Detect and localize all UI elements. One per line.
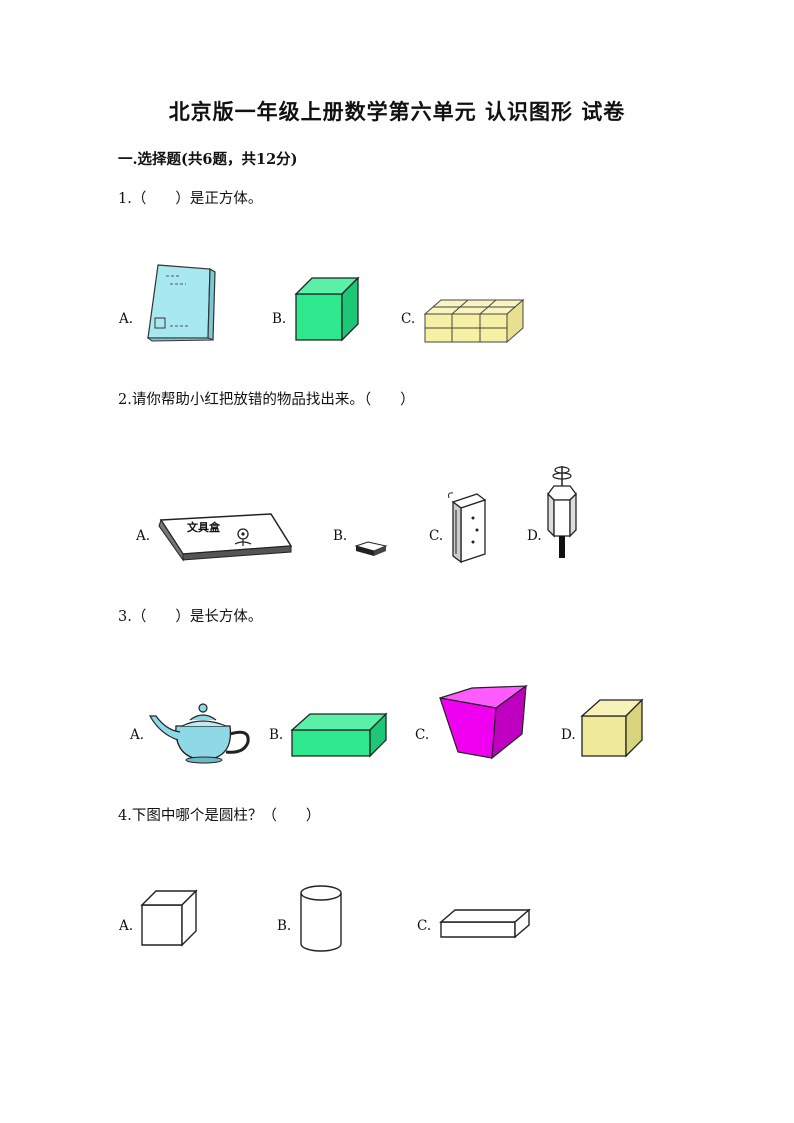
teapot-image: [148, 703, 250, 764]
green-cuboid-image: [290, 712, 388, 758]
q4-option-b-label: B.: [277, 918, 292, 934]
standing-book-image: [448, 492, 487, 564]
page-title: 北京版一年级上册数学第六单元 认识图形 试卷: [168, 99, 626, 124]
cylinder-image: [300, 885, 342, 952]
q4-option-c-label: C.: [417, 918, 432, 934]
q1-option-b-label: B.: [272, 311, 287, 327]
section-heading: 一.选择题(共6题，共12分): [118, 151, 298, 168]
yellow-cube-image: [580, 698, 644, 758]
q3-option-c-label: C.: [415, 727, 430, 743]
eraser-image: [354, 541, 388, 556]
question-1-text: 1.（ ）是正方体。: [118, 191, 263, 207]
green-cube-image: [294, 276, 360, 342]
q1-option-c-label: C.: [401, 311, 416, 327]
q4-option-a-label: A.: [119, 918, 134, 934]
q2-option-c-label: C.: [429, 528, 444, 544]
pencil-box-image: [158, 513, 293, 562]
q3-option-a-label: A.: [130, 727, 145, 743]
q3-option-d-label: D.: [561, 727, 576, 743]
question-2-text: 2.请你帮助小红把放错的物品找出来。（ ）: [118, 392, 415, 408]
book-image: [146, 264, 216, 342]
pencil-box-label: 文具盒: [187, 521, 220, 534]
q2-option-b-label: B.: [333, 528, 348, 544]
q1-option-a-label: A.: [119, 311, 134, 327]
hexagon-toy-image: [547, 466, 577, 558]
question-4-text: 4.下图中哪个是圆柱？（ ）: [118, 808, 321, 824]
magenta-prism-image: [439, 684, 528, 760]
q2-option-d-label: D.: [527, 528, 542, 544]
tofu-box-image: [423, 298, 525, 344]
question-3-text: 3.（ ）是长方体。: [118, 609, 263, 625]
cube-outline-image: [140, 889, 198, 947]
q3-option-b-label: B.: [269, 727, 284, 743]
q2-option-a-label: A.: [136, 528, 151, 544]
flat-cuboid-image: [439, 908, 531, 939]
